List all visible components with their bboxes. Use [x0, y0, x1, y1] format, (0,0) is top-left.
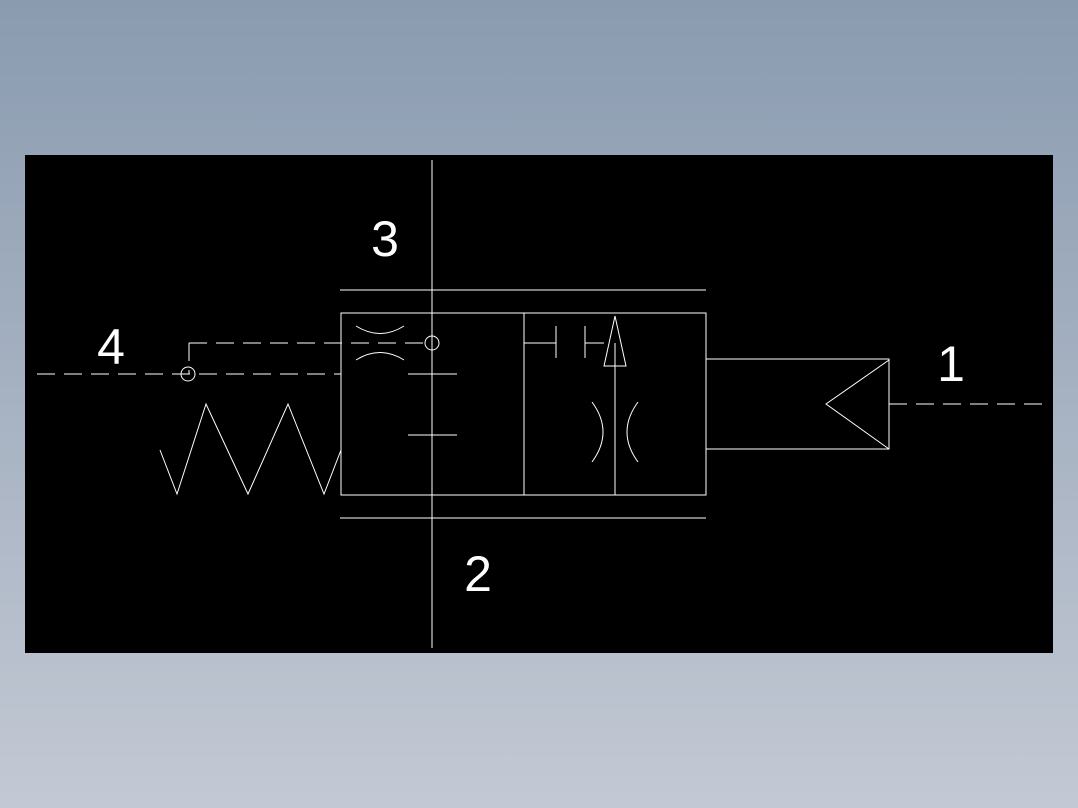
- drawing-viewport: [25, 155, 1053, 653]
- throttle-symbol-left: [355, 325, 405, 361]
- port-label-3: 3: [371, 211, 399, 267]
- throttle-symbol-right: [591, 401, 639, 463]
- port-label-1: 1: [937, 336, 965, 392]
- pilot-junction-right: [424, 335, 440, 351]
- actuator-triangle: [825, 359, 890, 450]
- actuator-housing: [706, 358, 890, 450]
- port-label-4: 4: [97, 319, 125, 375]
- pilot-junction-left: [180, 366, 196, 382]
- flow-arrow-head: [603, 315, 627, 367]
- return-spring: [159, 402, 342, 496]
- port-label-2: 2: [464, 546, 492, 602]
